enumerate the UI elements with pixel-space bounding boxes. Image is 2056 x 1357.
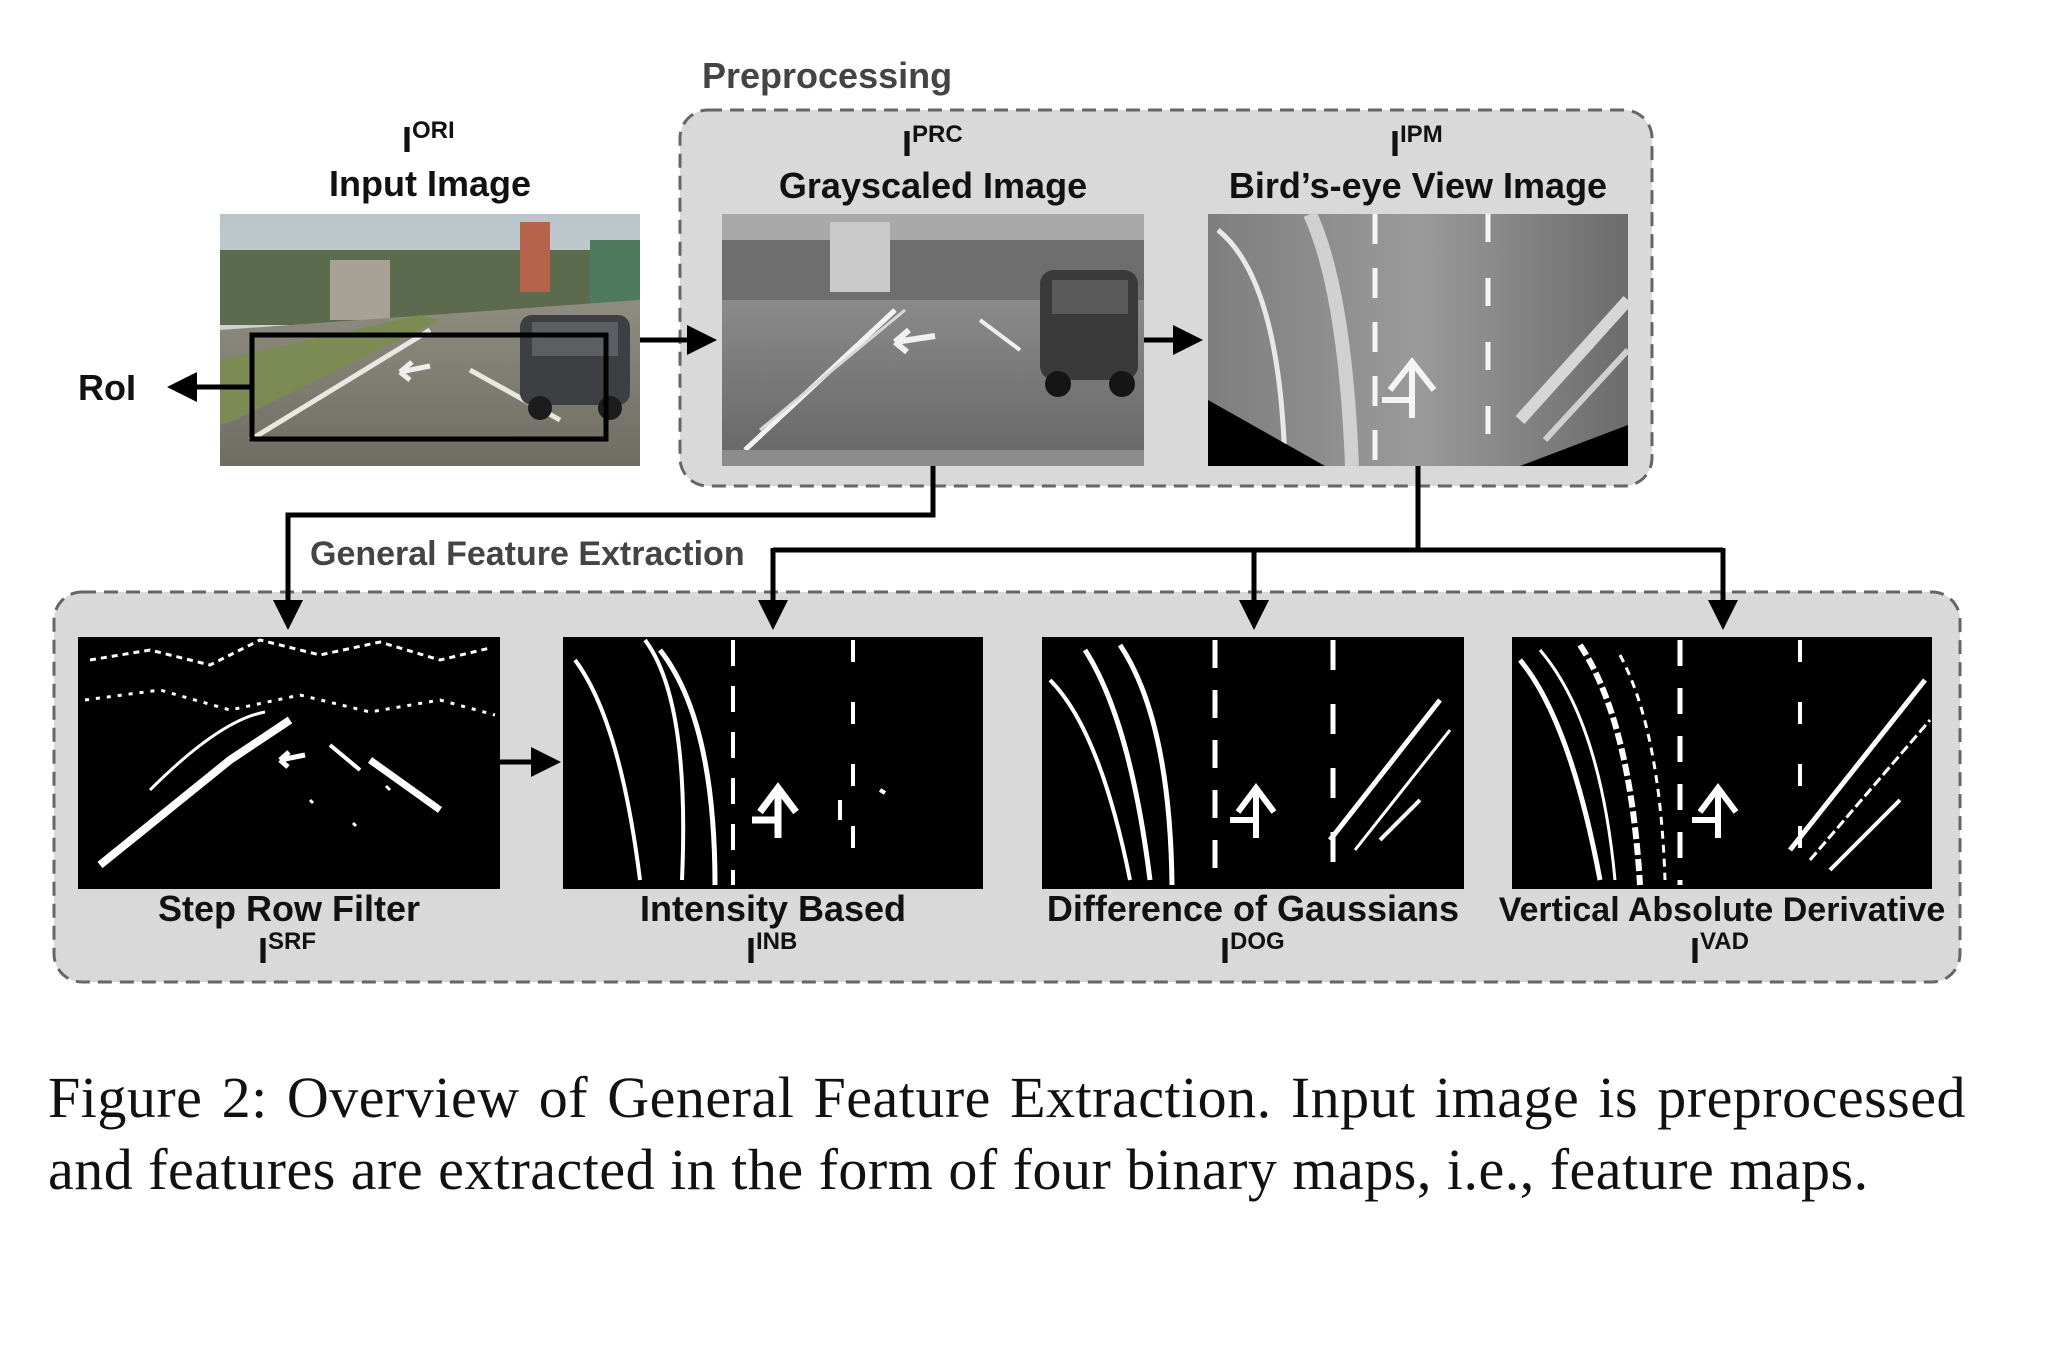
srf-title: Step Row Filter <box>158 888 420 929</box>
inb-superscript: INB <box>756 928 797 955</box>
ipm-image-photo <box>1208 211 1633 467</box>
srf-superscript: SRF <box>268 928 316 955</box>
ipm-image-symbol: IIPM <box>1390 121 1443 164</box>
input-image-title: Input Image <box>329 163 531 204</box>
ipm-image-title: Bird’s-eye View Image <box>1229 165 1607 206</box>
dog-superscript: DOG <box>1230 928 1285 955</box>
input-image-superscript: ORI <box>412 117 455 144</box>
feature-extraction-group-box <box>52 590 1962 984</box>
vad-superscript: VAD <box>1700 928 1749 955</box>
gray-image-title: Grayscaled Image <box>779 165 1087 206</box>
gray-image-symbol: IPRC <box>902 121 963 164</box>
arrow-gray-to-srf <box>273 466 936 630</box>
srf-map <box>78 637 500 889</box>
inb-symbol: IINB <box>746 928 797 971</box>
ipm-image-superscript: IPM <box>1400 121 1443 148</box>
input-image-photo <box>220 214 640 466</box>
vad-title: Vertical Absolute Derivative <box>1499 891 1946 929</box>
preprocessing-label: Preprocessing <box>702 55 952 96</box>
input-image-symbol: IORI <box>402 117 455 160</box>
dog-map <box>1042 637 1464 889</box>
dog-symbol: IDOG <box>1220 928 1285 971</box>
inb-title: Intensity Based <box>640 888 906 929</box>
gray-image-superscript: PRC <box>912 121 963 148</box>
srf-symbol: ISRF <box>258 928 316 971</box>
vad-map <box>1512 637 1932 889</box>
dog-title: Difference of Gaussians <box>1047 888 1459 929</box>
inb-map <box>563 637 983 889</box>
feature-extraction-label: General Feature Extraction <box>310 535 745 573</box>
vad-symbol: IVAD <box>1690 928 1749 971</box>
roi-label: RoI <box>78 367 136 408</box>
figure-caption: Figure 2: Overview of General Feature Ex… <box>48 1065 1966 1202</box>
gray-image-photo <box>722 214 1144 466</box>
